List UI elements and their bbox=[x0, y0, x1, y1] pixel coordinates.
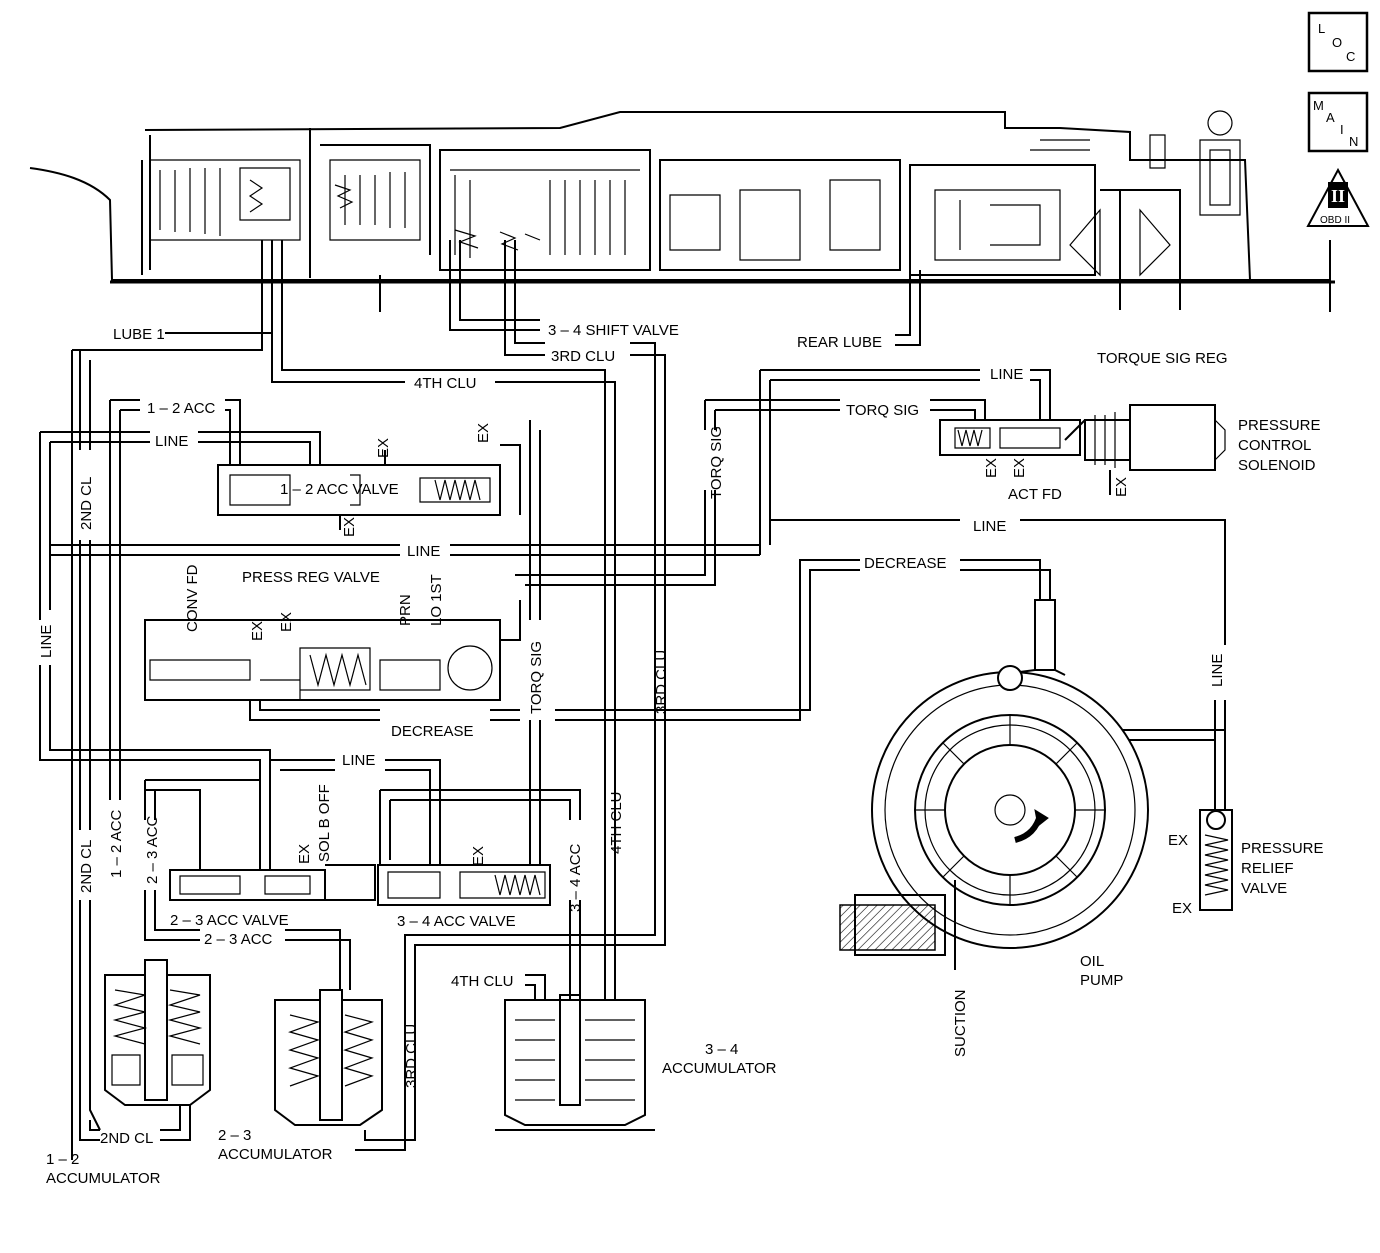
label-ex-23: EX bbox=[296, 844, 313, 864]
label-conv-fd: CONV FD bbox=[184, 564, 201, 632]
label-line-top-right: LINE bbox=[990, 366, 1023, 383]
label-decrease-top: DECREASE bbox=[864, 555, 947, 572]
label-ex-pcs-3: EX bbox=[1113, 477, 1130, 497]
loc-letter-c: C bbox=[1346, 49, 1355, 64]
main-letter-n: N bbox=[1349, 134, 1358, 149]
acc-23-valve bbox=[169, 864, 376, 901]
accumulator-34 bbox=[495, 994, 655, 1131]
label-sol-b-off: SOL B OFF bbox=[316, 784, 333, 862]
label-line-left-top: LINE bbox=[155, 433, 188, 450]
acc-12-valve bbox=[217, 444, 521, 530]
label-ex-relief-2: EX bbox=[1172, 900, 1192, 917]
hydraulic-passages bbox=[39, 240, 1226, 1160]
label-rear-lube: REAR LUBE bbox=[797, 334, 882, 351]
labels: LUBE 1 3 – 4 SHIFT VALVE REAR LUBE 3RD C… bbox=[38, 322, 1324, 1187]
label-23-acc-name-2: ACCUMULATOR bbox=[218, 1146, 333, 1163]
label-23-acc-h: 2 – 3 ACC bbox=[204, 931, 273, 948]
label-relief-3: VALVE bbox=[1241, 880, 1287, 897]
loc-letter-o: O bbox=[1332, 35, 1342, 50]
label-line-left-v: LINE bbox=[38, 625, 55, 658]
main-letter-i: I bbox=[1340, 122, 1344, 137]
obd-ii-badge[interactable]: II OBD II bbox=[1306, 167, 1370, 227]
acc-34-valve bbox=[377, 864, 551, 906]
label-torq-sig-h: TORQ SIG bbox=[846, 402, 919, 419]
label-34-acc-v: 3 – 4 ACC bbox=[567, 843, 584, 912]
accumulator-23 bbox=[274, 989, 383, 1126]
press-reg-valve bbox=[144, 600, 521, 701]
label-12-acc-v: 1 – 2 ACC bbox=[108, 809, 125, 878]
label-line-low: LINE bbox=[342, 752, 375, 769]
accumulator-12 bbox=[104, 959, 211, 1106]
main-button[interactable]: M A I N bbox=[1307, 91, 1369, 153]
loc-letter-l: L bbox=[1318, 21, 1325, 36]
label-12-acc-name-2: ACCUMULATOR bbox=[46, 1170, 161, 1187]
oil-pump bbox=[839, 599, 1149, 970]
label-12-acc-top: 1 – 2 ACC bbox=[147, 400, 216, 417]
label-23-acc-name-1: 2 – 3 bbox=[218, 1127, 251, 1144]
label-ex-pr-2: EX bbox=[278, 612, 295, 632]
label-pcs-2: CONTROL bbox=[1238, 437, 1311, 454]
label-torque-sig-reg: TORQUE SIG REG bbox=[1097, 350, 1228, 367]
label-lube-1: LUBE 1 bbox=[113, 326, 165, 343]
pressure-control-solenoid bbox=[1084, 404, 1226, 495]
label-lo-1st: LO 1ST bbox=[428, 574, 445, 626]
label-pcs-3: SOLENOID bbox=[1238, 457, 1316, 474]
label-34-acc-valve: 3 – 4 ACC VALVE bbox=[397, 913, 516, 930]
label-pcs-1: PRESSURE bbox=[1238, 417, 1321, 434]
label-ex-12-c: EX bbox=[341, 517, 358, 537]
label-23-acc-v: 2 – 3 ACC bbox=[144, 815, 161, 884]
transmission-cross-section bbox=[29, 110, 1335, 312]
label-ex-pr-1: EX bbox=[249, 621, 266, 641]
label-23-acc-valve: 2 – 3 ACC VALVE bbox=[170, 912, 289, 929]
label-suction: SUCTION bbox=[952, 990, 969, 1058]
label-3rd-clu-top: 3RD CLU bbox=[551, 348, 615, 365]
label-torq-sig-v: TORQ SIG bbox=[708, 426, 725, 499]
label-3rd-clu-low-v: 3RD CLU bbox=[403, 1024, 420, 1088]
pressure-relief-valve bbox=[1199, 809, 1233, 911]
label-prn: PRN bbox=[397, 594, 414, 626]
label-34-acc-name-1: 3 – 4 bbox=[705, 1041, 738, 1058]
loc-button[interactable]: L O C bbox=[1307, 11, 1369, 73]
label-12-acc-name-1: 1 – 2 bbox=[46, 1151, 79, 1168]
label-line-center: LINE bbox=[407, 543, 440, 560]
label-34-acc-name-2: ACCUMULATOR bbox=[662, 1060, 777, 1077]
label-3rd-clu-v: 3RD CLU bbox=[653, 650, 670, 714]
label-2nd-cl-low: 2ND CL bbox=[78, 840, 95, 893]
label-ex-relief-1: EX bbox=[1168, 832, 1188, 849]
main-letter-a: A bbox=[1326, 110, 1335, 125]
label-2nd-cl-top: 2ND CL bbox=[78, 477, 95, 530]
label-line-mid-right: LINE bbox=[973, 518, 1006, 535]
label-ex-pcs-1: EX bbox=[983, 458, 1000, 478]
main-letter-m: M bbox=[1313, 98, 1324, 113]
label-relief-2: RELIEF bbox=[1241, 860, 1294, 877]
obd-numeral: II bbox=[1331, 186, 1345, 206]
label-4th-clu-top: 4TH CLU bbox=[414, 375, 477, 392]
torque-signal-regulator-valve bbox=[939, 419, 1086, 456]
label-4th-clu-v: 4TH CLU bbox=[608, 791, 625, 854]
label-2nd-cl-bottom: 2ND CL bbox=[100, 1130, 153, 1147]
label-4th-clu-low: 4TH CLU bbox=[451, 973, 514, 990]
label-relief-1: PRESSURE bbox=[1241, 840, 1324, 857]
label-34-shift-valve: 3 – 4 SHIFT VALVE bbox=[548, 322, 679, 339]
label-ex-pcs-2: EX bbox=[1011, 458, 1028, 478]
label-ex-34: EX bbox=[470, 846, 487, 866]
label-oil-pump-1: OIL bbox=[1080, 953, 1104, 970]
obd-text: OBD II bbox=[1320, 215, 1350, 226]
label-act-fd: ACT FD bbox=[1008, 486, 1062, 503]
label-line-right-v: LINE bbox=[1209, 654, 1226, 687]
label-torq-sig-v2: TORQ SIG bbox=[528, 641, 545, 714]
label-oil-pump-2: PUMP bbox=[1080, 972, 1123, 989]
label-12-acc-valve: 1 – 2 ACC VALVE bbox=[280, 481, 399, 498]
label-press-reg-valve: PRESS REG VALVE bbox=[242, 569, 380, 586]
label-ex-12-b: EX bbox=[475, 423, 492, 443]
label-decrease-bottom: DECREASE bbox=[391, 723, 474, 740]
label-ex-12-a: EX bbox=[375, 438, 392, 458]
